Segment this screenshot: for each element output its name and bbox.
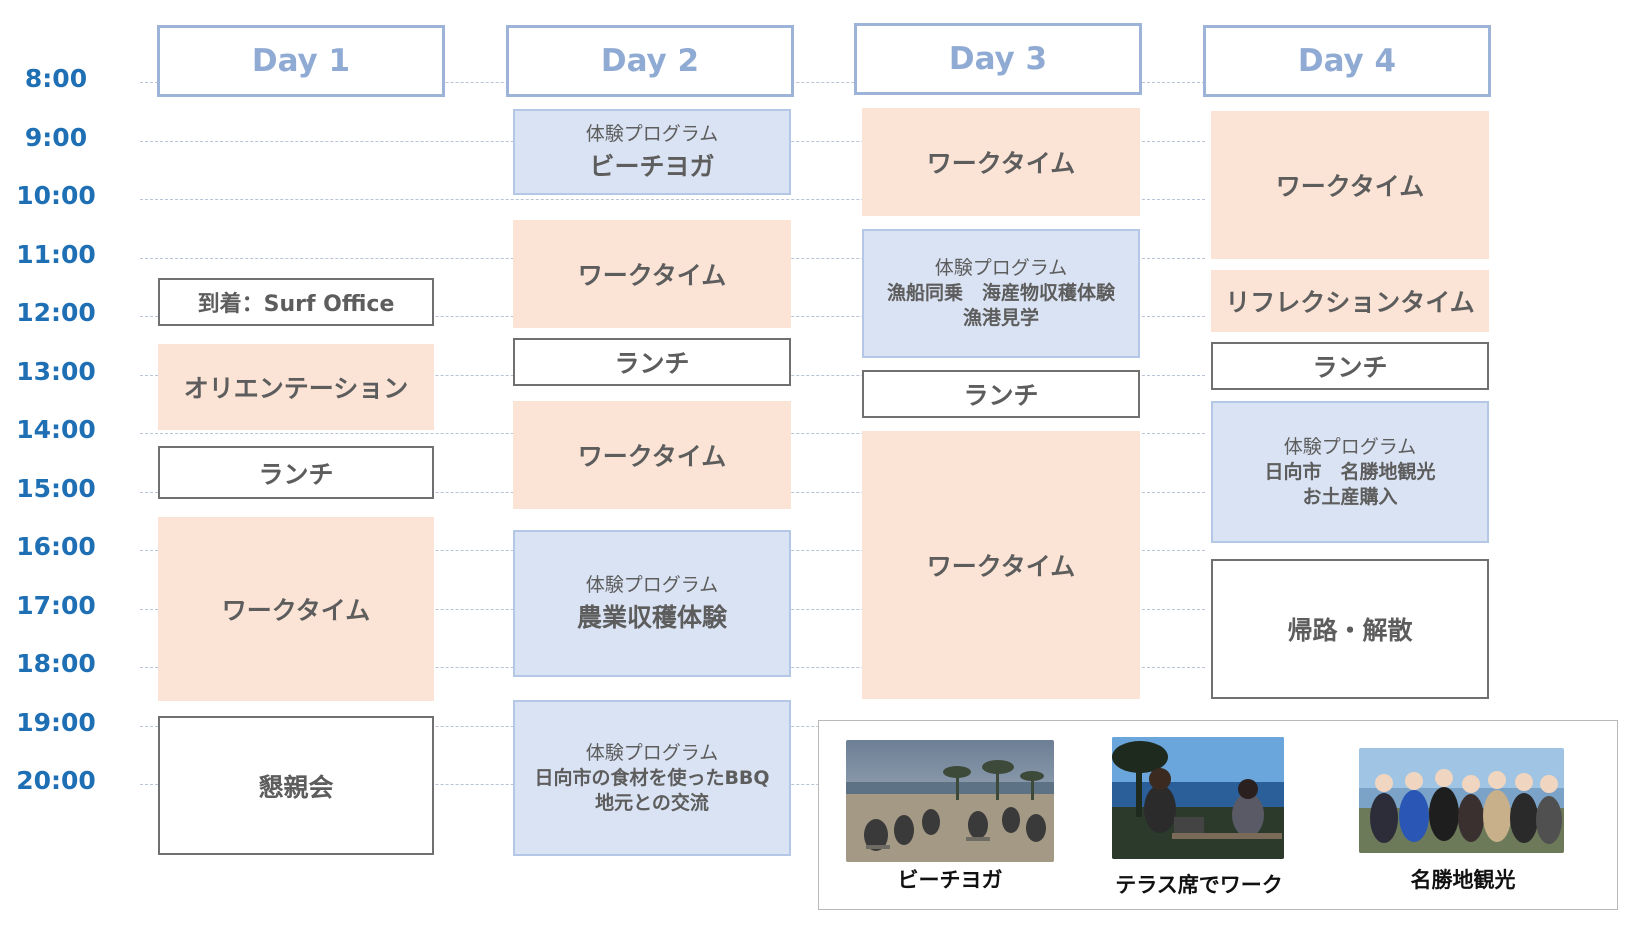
day2-beach-yoga: 体験プログラム ビーチヨガ: [513, 109, 791, 195]
sightseeing-group-photo: [1359, 748, 1564, 853]
program-label: 体験プログラム: [1283, 435, 1417, 458]
day1-lunch: ランチ: [158, 446, 434, 499]
program-label: 体験プログラム: [934, 257, 1068, 279]
day3-lunch: ランチ: [862, 370, 1140, 418]
photo-caption: ビーチヨガ: [897, 868, 1003, 892]
program-label: 体験プログラム: [585, 122, 719, 145]
time-label: 15:00: [16, 474, 96, 503]
day2-bbq: 体験プログラム 日向市の食材を使ったBBQ 地元との交流: [513, 700, 791, 856]
day-header-2: Day 2: [506, 25, 794, 97]
time-label: 8:00: [24, 64, 88, 93]
time-label: 16:00: [16, 532, 96, 561]
program-label: 体験プログラム: [585, 574, 719, 596]
program-title: 農業収穫体験: [576, 603, 727, 632]
beach-yoga-photo: [846, 740, 1054, 862]
time-label: 13:00: [16, 357, 96, 386]
time-label: 20:00: [16, 766, 96, 795]
time-label: 12:00: [16, 298, 96, 327]
time-label: 10:00: [16, 181, 96, 210]
day4-sightseeing: 体験プログラム 日向市 名勝地観光 お土産購入: [1211, 401, 1489, 543]
day4-return: 帰路・解散: [1211, 559, 1489, 699]
day3-worktime-1: ワークタイム: [862, 108, 1140, 216]
day2-worktime-1: ワークタイム: [513, 220, 791, 328]
time-label: 18:00: [16, 649, 96, 678]
day3-worktime-2: ワークタイム: [862, 431, 1140, 699]
day4-reflection: リフレクションタイム: [1211, 270, 1489, 332]
day4-lunch: ランチ: [1211, 342, 1489, 390]
time-label: 9:00: [24, 123, 88, 152]
day-header-4: Day 4: [1203, 25, 1491, 97]
program-line: 漁港見学: [962, 307, 1039, 329]
day1-worktime: ワークタイム: [158, 517, 434, 701]
day1-party: 懇親会: [158, 716, 434, 855]
day4-worktime: ワークタイム: [1211, 111, 1489, 259]
day1-arrival: 到着：Surf Office: [158, 278, 434, 326]
time-label: 11:00: [16, 240, 96, 269]
day2-worktime-2: ワークタイム: [513, 401, 791, 509]
day2-farm-harvest: 体験プログラム 農業収穫体験: [513, 530, 791, 677]
program-line: お土産購入: [1302, 485, 1398, 508]
program-title: ビーチヨガ: [589, 151, 715, 181]
day-header-3: Day 3: [854, 23, 1142, 95]
time-label: 19:00: [16, 708, 96, 737]
time-label: 17:00: [16, 591, 96, 620]
program-line: 日向市 名勝地観光: [1264, 460, 1436, 483]
terrace-work-photo: [1112, 737, 1284, 859]
photo-panel: ビーチヨガ テラス席でワーク: [818, 720, 1618, 910]
day3-fishing: 体験プログラム 漁船同乗 海産物収穫体験 漁港見学: [862, 229, 1140, 358]
photo-caption: 名勝地観光: [1410, 868, 1516, 892]
program-line: 漁船同乗 海産物収穫体験: [886, 282, 1115, 304]
program-line: 地元との交流: [595, 791, 709, 814]
program-line: 日向市の食材を使ったBBQ: [534, 766, 770, 789]
grid-line: [140, 199, 1205, 200]
program-label: 体験プログラム: [585, 741, 719, 764]
day1-orientation: オリエンテーション: [158, 344, 434, 430]
day2-lunch: ランチ: [513, 338, 791, 386]
time-label: 14:00: [16, 415, 96, 444]
photo-caption: テラス席でワーク: [1115, 873, 1283, 897]
day-header-1: Day 1: [157, 25, 445, 97]
